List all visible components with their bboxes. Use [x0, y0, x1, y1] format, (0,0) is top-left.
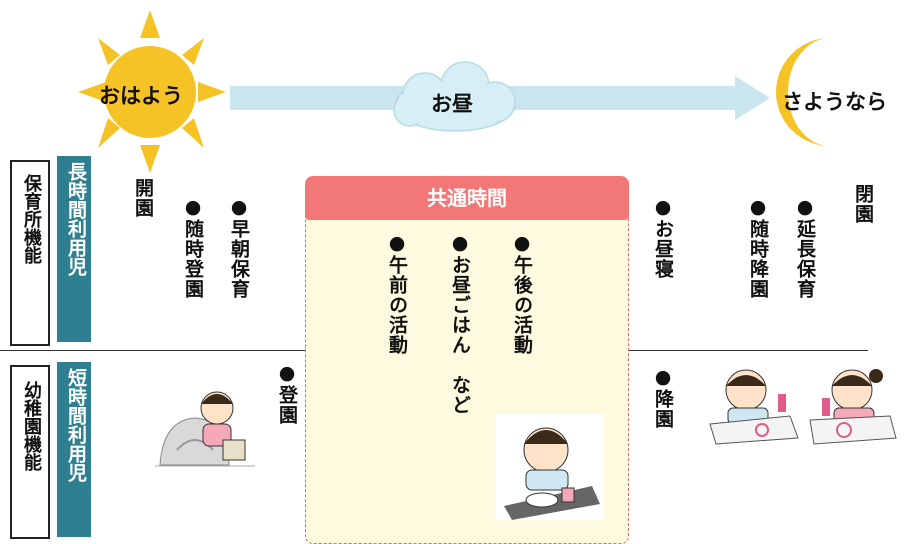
kinder-children-box: 短時間利用児 — [57, 362, 91, 537]
close-label: 閉園 — [852, 184, 874, 224]
common-item-am-activity: ●午前の活動 — [386, 232, 408, 355]
kinder-function-box: 幼稚園機能 — [10, 365, 50, 539]
flexible-arrival-label: ●随時登園 — [182, 196, 204, 299]
moon-icon — [776, 38, 830, 146]
extended-care-label: ●延長保育 — [794, 196, 816, 299]
flexible-departure-label: ●随時降園 — [747, 196, 769, 299]
early-care-label: ●早朝保育 — [228, 196, 250, 299]
common-item-lunch: ●お昼ごはん など — [449, 232, 471, 415]
common-item-pm-activity: ●午後の活動 — [511, 232, 533, 355]
morning-label: おはよう — [99, 84, 183, 108]
open-label: 開園 — [132, 178, 154, 218]
kinder-function-label: 幼稚園機能 — [21, 381, 42, 471]
nursery-children-box: 長時間利用児 — [57, 156, 91, 342]
kinder-children-label: 短時間利用児 — [65, 368, 87, 482]
drawing-girl-illustration — [809, 369, 897, 445]
sun-icon — [78, 10, 226, 173]
eating-child-illustration — [496, 414, 604, 520]
arrival-label: ●登園 — [276, 362, 298, 425]
nursery-function-box: 保育所機能 — [10, 160, 50, 346]
divider-right — [628, 350, 868, 351]
nursery-children-label: 長時間利用児 — [65, 162, 87, 276]
evening-label: さようなら — [782, 90, 887, 114]
child-playing-illustration — [155, 391, 255, 467]
divider-left — [0, 350, 305, 351]
cloud-icon — [393, 61, 516, 132]
nap-label: ●お昼寝 — [652, 196, 674, 279]
nursery-function-label: 保育所機能 — [21, 174, 42, 264]
departure-label: ●降園 — [652, 366, 674, 429]
noon-label: お昼 — [431, 92, 473, 116]
drawing-boy-illustration — [709, 369, 799, 445]
common-time-title: 共通時間 — [305, 176, 629, 220]
